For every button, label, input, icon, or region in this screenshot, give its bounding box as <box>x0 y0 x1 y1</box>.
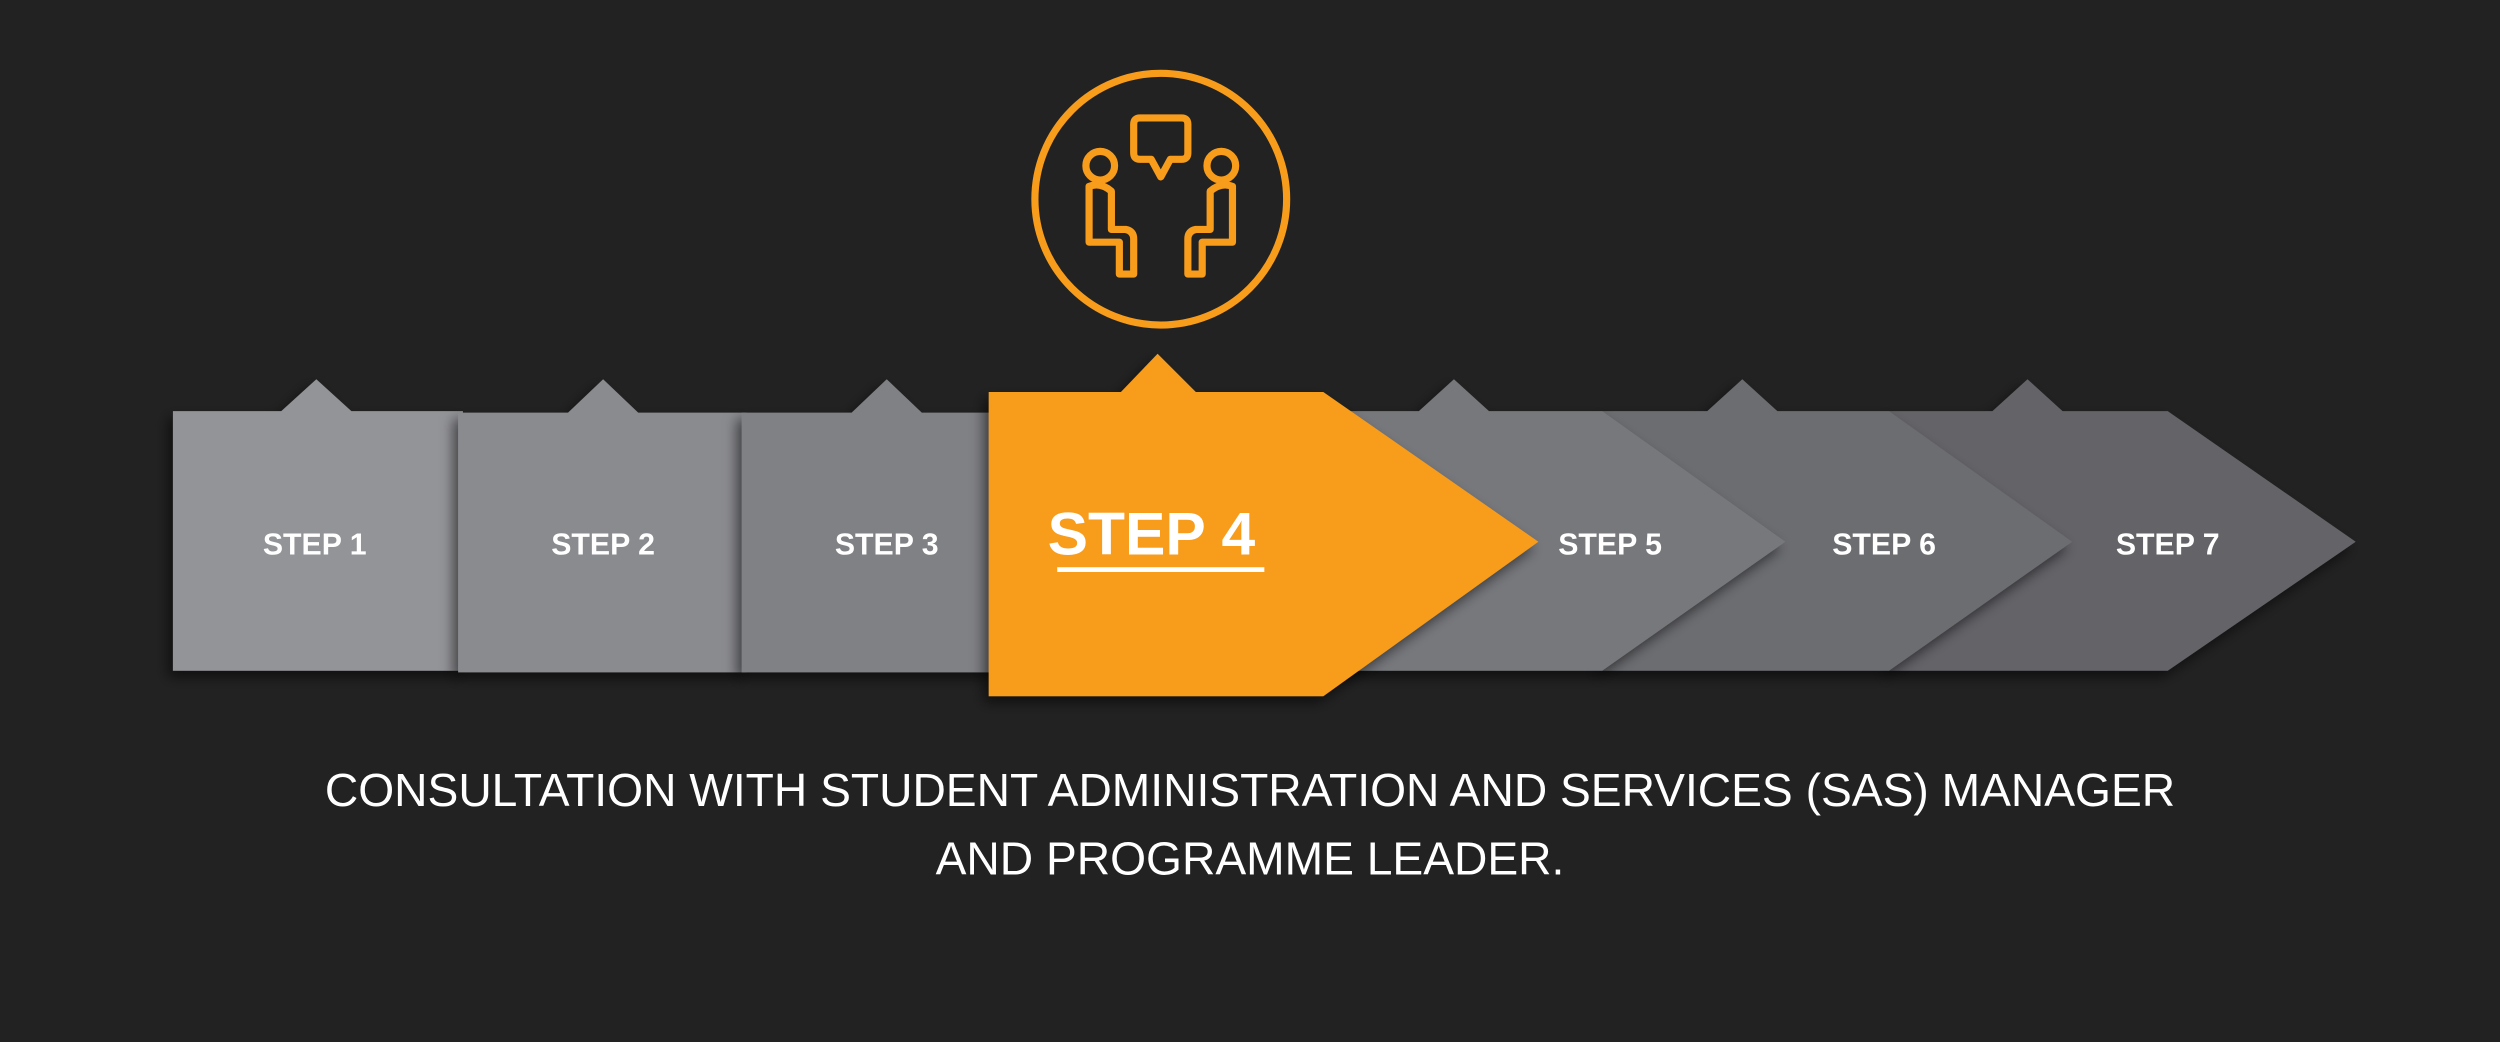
caption-line-2: AND PROGRAMME LEADER. <box>936 833 1565 885</box>
consultation-people-speech-icon <box>1031 69 1291 329</box>
step-7-label: STEP 7 <box>2116 528 2220 561</box>
step-6-label: STEP 6 <box>1832 528 1936 561</box>
step-3[interactable] <box>741 379 1021 673</box>
step-4-underline <box>1057 567 1265 572</box>
step-4-label: STEP 4 <box>1048 499 1256 567</box>
step-4-active[interactable] <box>988 353 1539 697</box>
step-6[interactable] <box>1602 379 2073 671</box>
step-2-label: STEP 2 <box>551 528 655 561</box>
step-7[interactable] <box>1888 379 2356 671</box>
step-5-label: STEP 5 <box>1558 528 1662 561</box>
step-2[interactable] <box>458 379 747 673</box>
step-1[interactable] <box>172 379 463 671</box>
step-3-label: STEP 3 <box>835 528 939 561</box>
step-1-label: STEP 1 <box>263 528 367 561</box>
caption-line-1: CONSULTATION WITH STUDENT ADMINISTRATION… <box>325 764 2175 816</box>
